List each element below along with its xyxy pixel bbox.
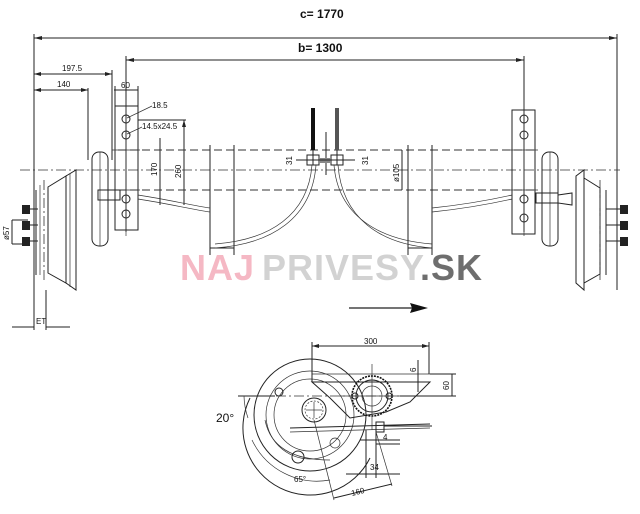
dimension-height-170: 170 — [150, 138, 161, 205]
dimension-160: 160 — [313, 419, 393, 501]
svg-text:6: 6 — [409, 367, 418, 372]
right-hub — [535, 151, 573, 247]
svg-text:60: 60 — [121, 81, 130, 90]
svg-text:260: 260 — [174, 164, 183, 178]
svg-text:20°: 20° — [216, 411, 234, 425]
dim-b-label: b= 1300 — [298, 41, 343, 55]
svg-text:31: 31 — [361, 156, 370, 165]
svg-text:160: 160 — [350, 486, 366, 498]
dimension-6: 6 — [409, 360, 419, 392]
dimension-height-260: 260 — [174, 120, 186, 205]
dimension-300: 300 — [311, 337, 430, 382]
svg-text:ET: ET — [36, 317, 46, 326]
dimension-34: 34 — [346, 430, 400, 478]
dimension-angle-20: 20° — [216, 395, 275, 425]
svg-text:170: 170 — [150, 162, 159, 176]
svg-text:ø105: ø105 — [392, 163, 401, 182]
right-mounting-bracket — [510, 100, 538, 236]
svg-text:4: 4 — [383, 433, 388, 442]
direction-arrow-icon — [349, 303, 428, 313]
dimension-c: c= 1770 — [33, 7, 618, 330]
watermark: NAJ PRIVESY .SK — [180, 247, 483, 288]
dim-c-label: c= 1770 — [300, 7, 344, 21]
dimension-slot: 14.5x24.5 — [126, 119, 186, 135]
right-drum — [575, 169, 607, 292]
svg-text:197.5: 197.5 — [62, 64, 83, 73]
left-mounting-bracket — [112, 100, 140, 236]
side-view — [240, 358, 432, 496]
left-wheel-bolts: ø57 — [2, 205, 38, 246]
watermark-privesy: PRIVESY — [262, 247, 425, 288]
svg-text:140: 140 — [57, 80, 71, 89]
left-hub — [91, 151, 121, 247]
brake-cables: 31 31 — [214, 108, 433, 249]
dimension-60-side: 60 — [400, 373, 456, 397]
dimension-140: 140 — [34, 80, 89, 160]
svg-text:60: 60 — [442, 381, 451, 390]
dimension-angle-65: 65° — [251, 439, 331, 484]
dimension-hole-18-5: 18.5 — [126, 101, 168, 119]
watermark-sk: .SK — [420, 247, 483, 288]
svg-text:31: 31 — [285, 156, 294, 165]
dimension-tube-105: ø105 — [392, 150, 403, 190]
suspension-lines — [137, 194, 513, 213]
dimension-4: 4 — [360, 433, 400, 445]
svg-text:65°: 65° — [294, 475, 306, 484]
svg-text:ø57: ø57 — [2, 226, 11, 240]
right-wheel-bolts — [606, 205, 628, 246]
svg-text:34: 34 — [370, 463, 379, 472]
svg-text:300: 300 — [364, 337, 378, 346]
left-drum — [35, 169, 77, 291]
dimension-et: ET — [12, 290, 70, 330]
svg-text:14.5x24.5: 14.5x24.5 — [142, 122, 178, 131]
watermark-naj: NAJ — [180, 247, 255, 288]
svg-text:18.5: 18.5 — [152, 101, 168, 110]
dimension-197-5: 197.5 — [34, 64, 113, 160]
